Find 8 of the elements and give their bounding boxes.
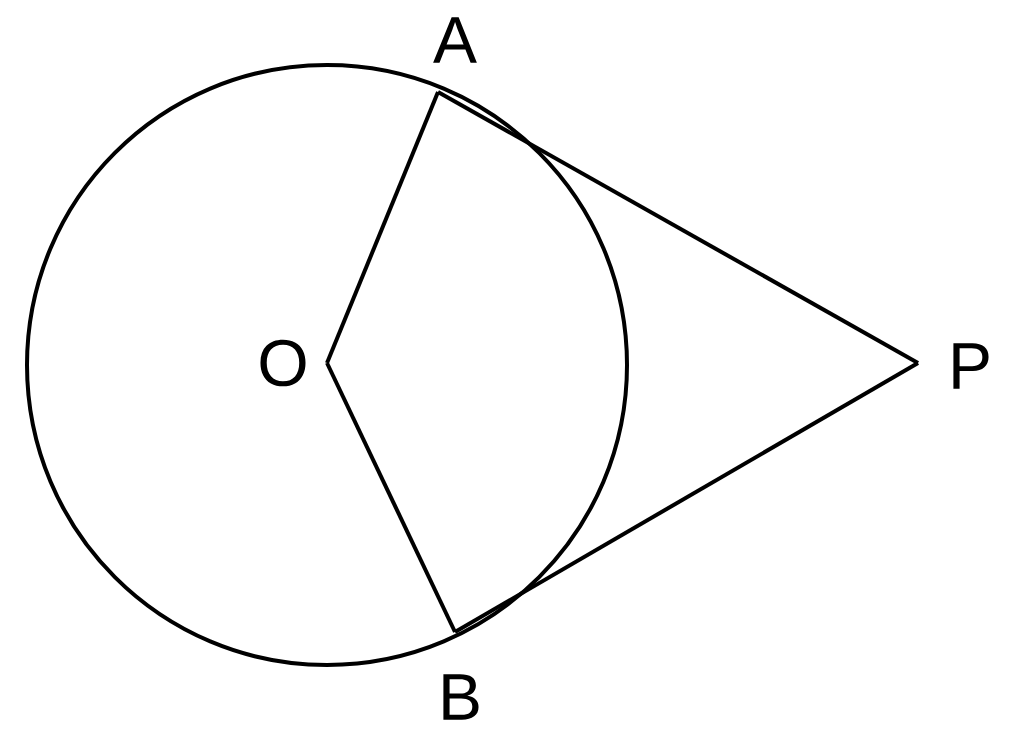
line-segment xyxy=(325,91,440,364)
point-label: B xyxy=(443,674,479,720)
point-label: A xyxy=(433,17,477,63)
line-segment xyxy=(437,90,919,365)
point-label: O xyxy=(260,339,306,387)
point-label: P xyxy=(953,343,989,389)
line-segment xyxy=(454,361,920,634)
line-segment xyxy=(325,362,457,633)
